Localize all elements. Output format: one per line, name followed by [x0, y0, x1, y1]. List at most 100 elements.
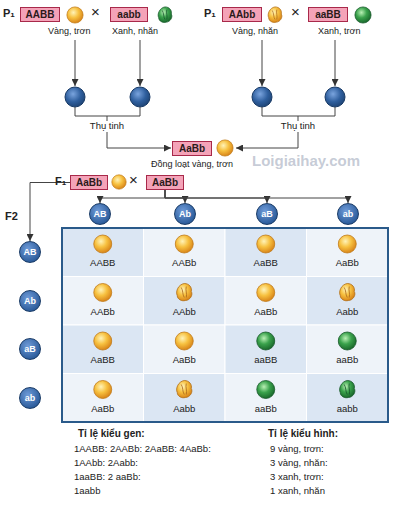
- yellow-round-pea: [94, 332, 112, 350]
- yellow-wrinkled-pea: [268, 7, 282, 23]
- genotype-box: AaBb: [70, 175, 108, 190]
- ratio-line: 1aaBB: 2 aaBb:: [74, 472, 141, 483]
- genotype-cell: AaBb: [231, 307, 301, 318]
- node-text: aB: [261, 209, 273, 219]
- ratio-line: 1AABB: 2AABb: 2AaBB: 4AaBb:: [74, 444, 211, 455]
- phenotype-label: Vàng, nhăn: [232, 26, 278, 36]
- ratio-line: 1 xanh, nhăn: [270, 486, 325, 497]
- connector-arrow: [165, 190, 348, 203]
- ratio-line: 9 vàng, trơn:: [270, 444, 324, 455]
- yellow-round-pea: [175, 235, 193, 253]
- yellow-round-pea: [338, 235, 356, 253]
- node-text: Ab: [179, 209, 191, 219]
- watermark: Loigiaihay.com: [252, 152, 360, 169]
- genotype-cell: AaBb: [312, 258, 382, 269]
- grid-cell: [307, 277, 389, 326]
- grid-cell: [62, 325, 144, 374]
- merge-line: [262, 107, 335, 116]
- arrow: [75, 40, 76, 86]
- result-label: Đồng loạt vàng, trơn: [127, 159, 257, 169]
- ratio-line: 1AAbb: 2Aabb:: [74, 458, 138, 469]
- node-text: ab: [343, 209, 354, 219]
- generation-label: P₁: [204, 7, 216, 20]
- yellow-round-pea: [257, 235, 275, 253]
- connector-arrow: [30, 183, 70, 242]
- genotype-cell: aabb: [312, 404, 382, 415]
- gamete-circle: [252, 87, 272, 107]
- arrow: [262, 40, 263, 86]
- gamete-circle: Ab: [19, 290, 41, 312]
- generation-label: F₁: [55, 175, 66, 188]
- yellow-round-pea: [175, 332, 193, 350]
- genotype-cell: aaBb: [312, 355, 382, 366]
- genotype-cell: aaBB: [231, 355, 301, 366]
- phenotype-label: Xanh, trơn: [318, 26, 360, 36]
- green-round-pea: [355, 7, 371, 23]
- node-text: AaBb: [76, 177, 102, 188]
- gamete-circle: [325, 87, 345, 107]
- genotype-cell: Aabb: [149, 404, 219, 415]
- connector-arrow: [100, 190, 165, 203]
- cross-sign: ×: [129, 171, 138, 188]
- grid-cell: [307, 325, 389, 374]
- genotype-cell: AABb: [149, 258, 219, 269]
- grid-cell: [62, 374, 144, 423]
- gamete-circle: [65, 87, 85, 107]
- ratio-line: 3 vàng, nhăn:: [270, 458, 328, 469]
- genotype-box: AABB: [20, 7, 60, 22]
- yellow-wrinkled-pea: [177, 381, 192, 398]
- generation-label: P₁: [3, 7, 15, 20]
- green-round-pea: [257, 381, 275, 399]
- connector-arrow: [165, 190, 185, 203]
- genotype-cell: AaBB: [68, 355, 138, 366]
- phenotype-label: Xanh, nhăn: [112, 26, 158, 36]
- grid-border: [62, 228, 388, 422]
- grid-cell: [62, 277, 144, 326]
- node-text: AB: [94, 209, 107, 219]
- ratio-heading: Tỉ lệ kiểu hình:: [268, 428, 338, 440]
- node-text: AaBb: [179, 143, 205, 154]
- genotype-cell: Aabb: [312, 307, 382, 318]
- ratio-line: 1aabb: [74, 486, 100, 497]
- node-text: ab: [25, 393, 36, 403]
- genotype-cell: AABb: [68, 307, 138, 318]
- yellow-round-pea: [67, 7, 83, 23]
- gamete-circle: aB: [256, 203, 278, 225]
- grid-cell: [144, 228, 226, 277]
- genotype-cell: aaBb: [231, 404, 301, 415]
- merge-line: [75, 107, 140, 116]
- yellow-round-pea: [112, 175, 126, 189]
- genotype-cell: AABB: [68, 258, 138, 269]
- green-round-pea: [257, 332, 275, 350]
- genotype-box: AAbb: [222, 7, 262, 22]
- yellow-wrinkled-pea: [177, 284, 192, 301]
- yellow-round-pea: [257, 284, 275, 302]
- grid-cell: [225, 374, 307, 423]
- gamete-circle: AB: [89, 203, 111, 225]
- genotype-cell: AaBb: [68, 404, 138, 415]
- arrow: [335, 40, 336, 86]
- grid-cell: [225, 228, 307, 277]
- node-text: AABB: [26, 9, 55, 20]
- process-label: Thụ tinh: [84, 121, 130, 132]
- green-wrinkled-pea: [340, 381, 355, 398]
- arrow: [140, 40, 141, 86]
- genotype-box: AaBb: [146, 175, 184, 190]
- phenotype-label: Vàng, trơn: [48, 26, 90, 36]
- node-text: AaBb: [152, 177, 178, 188]
- node-text: AAbb: [229, 9, 256, 20]
- ratio-heading: Tỉ lệ kiểu gen:: [78, 428, 145, 440]
- genotype-cell: AAbb: [149, 307, 219, 318]
- grid-cell: [307, 228, 389, 277]
- green-wrinkled-pea: [158, 7, 172, 23]
- node-text: Ab: [24, 296, 36, 306]
- node-text: aaBB: [315, 9, 341, 20]
- genotype-box: aabb: [110, 7, 148, 22]
- yellow-wrinkled-pea: [340, 284, 355, 301]
- gamete-circle: ab: [337, 203, 359, 225]
- grid-cell: [307, 374, 389, 423]
- yellow-round-pea: [94, 284, 112, 302]
